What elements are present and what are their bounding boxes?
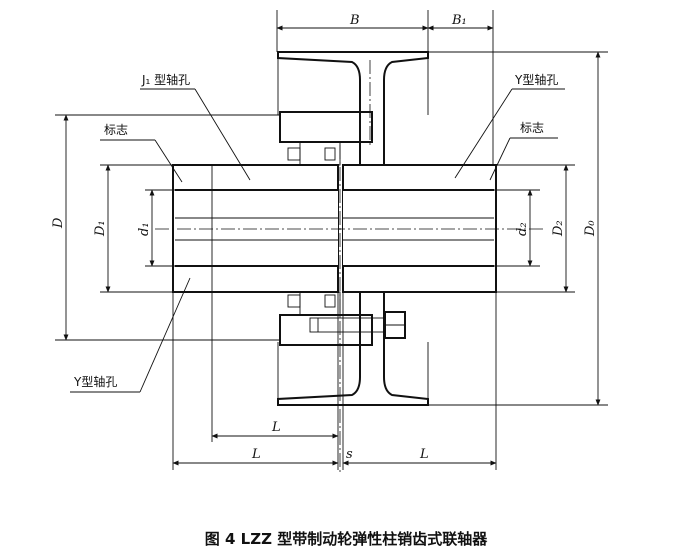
leader-lines <box>70 88 565 393</box>
dim-label-D: D <box>51 217 66 229</box>
dim-label-d1: d₁ <box>137 222 152 236</box>
figure-caption: 图 4 LZZ 型带制动轮弹性柱销齿式联轴器 <box>205 530 488 548</box>
dim-left <box>55 114 280 341</box>
callout-mark-right: 标志 <box>520 121 544 135</box>
dim-bottom <box>172 292 497 470</box>
bolt <box>309 311 406 339</box>
callout-y-bore-right: Y型轴孔 <box>514 72 558 87</box>
left-hub <box>172 164 339 293</box>
dim-label-L-left: L <box>251 447 261 462</box>
callout-j1-bore: J₁ 型轴孔 <box>141 72 190 87</box>
right-hub <box>342 164 497 293</box>
dim-label-D1: D₁ <box>93 220 108 237</box>
dim-label-D2: D₂ <box>551 220 566 237</box>
dim-label-B: B <box>349 13 360 28</box>
dim-label-d2: d₂ <box>515 222 530 236</box>
dim-label-s: s <box>346 447 353 462</box>
callout-y-bore-left: Y型轴孔 <box>73 374 117 389</box>
outer-sleeve-lower <box>279 291 373 346</box>
dim-label-L-inner: L <box>271 420 281 435</box>
callout-mark-left: 标志 <box>104 123 128 137</box>
outer-sleeve-upper <box>279 111 373 166</box>
dim-right <box>428 51 608 406</box>
brake-wheel-upper <box>277 51 429 166</box>
dim-label-D0: D₀ <box>583 220 598 237</box>
brake-wheel-lower <box>277 291 429 406</box>
dim-label-L-right: L <box>419 447 429 462</box>
dim-label-B1: B₁ <box>451 13 467 28</box>
dim-top <box>276 10 494 165</box>
